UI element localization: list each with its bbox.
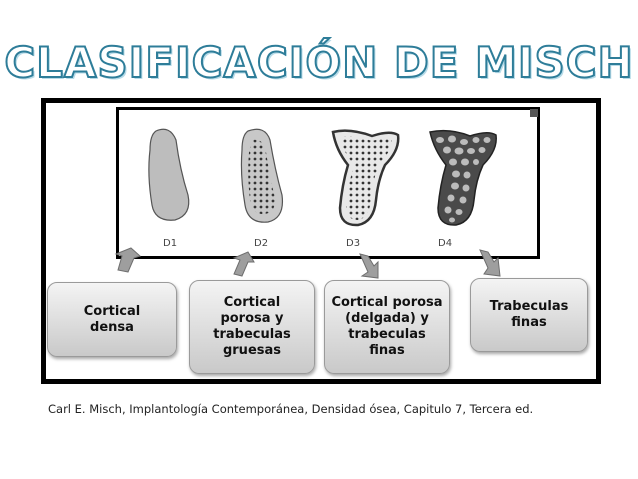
citation-text: Carl E. Misch, Implantología Contemporán…	[48, 402, 533, 416]
arrow-d2	[234, 252, 254, 276]
box-trabeculas-finas: Trabeculas finas	[470, 278, 588, 352]
label-d1: D1	[163, 238, 177, 249]
arrow-d3	[360, 254, 378, 278]
bone-d1-shape	[149, 129, 189, 220]
label-d3: D3	[346, 238, 360, 249]
box-cortical-porosa-finas: Cortical porosa (delgada) y trabeculas f…	[324, 280, 450, 374]
label-d2: D2	[254, 238, 268, 249]
label-d4: D4	[438, 238, 452, 249]
box-cortical-porosa-gruesas: Cortical porosa y trabeculas gruesas	[189, 280, 315, 374]
arrow-d4	[480, 250, 500, 276]
arrow-d1	[116, 248, 140, 272]
box-cortical-densa: Cortical densa	[47, 282, 177, 357]
